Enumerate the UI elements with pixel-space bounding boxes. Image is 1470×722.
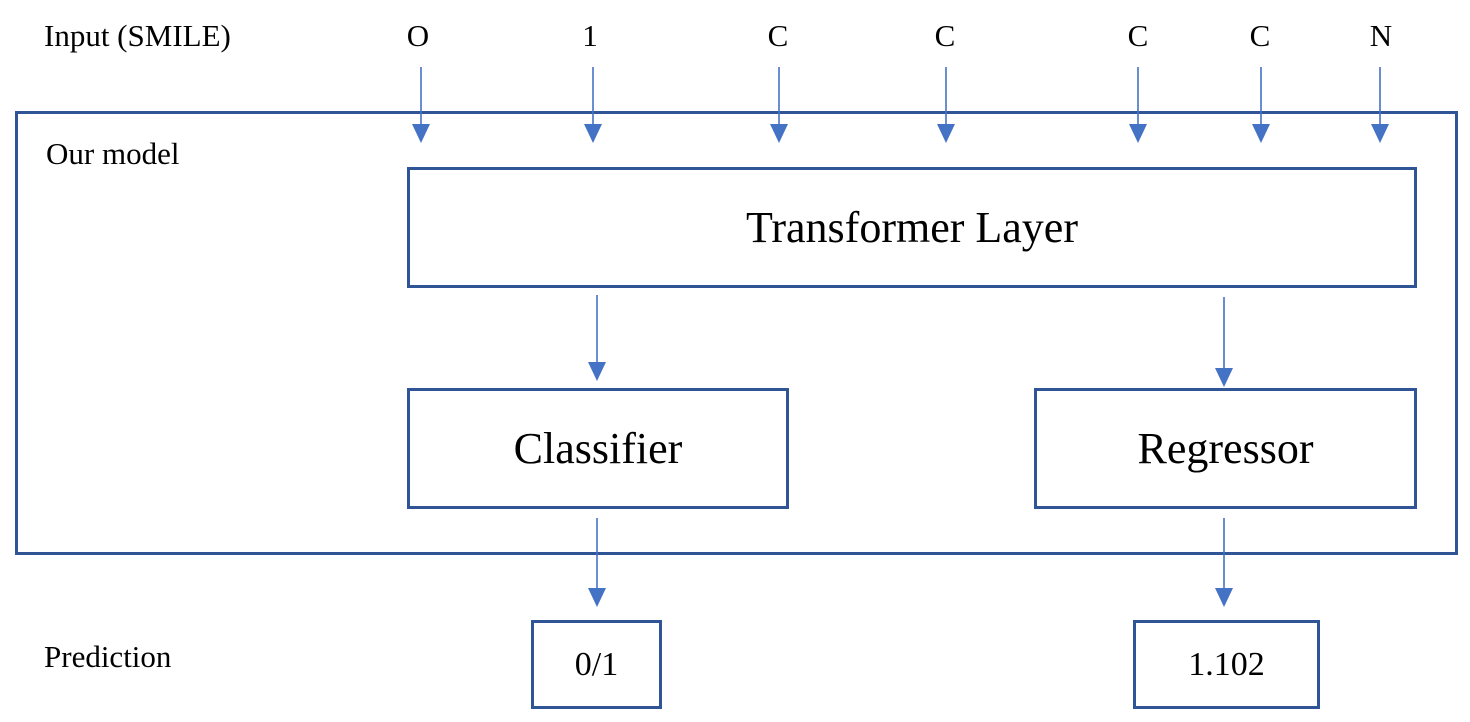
input-token: C [934, 18, 956, 53]
arrow-head-icon [937, 124, 955, 143]
input-token: O [406, 18, 430, 53]
input-token: C [1249, 18, 1271, 53]
regressor-label: Regressor [1137, 423, 1314, 473]
arrow-head-icon [1252, 124, 1270, 143]
regressor-output-value: 1.102 [1188, 645, 1265, 683]
input-token: N [1369, 18, 1393, 53]
arrow-head-icon [588, 362, 606, 381]
regressor-box: Regressor [1034, 388, 1417, 509]
transformer-layer-box: Transformer Layer [407, 167, 1417, 288]
classifier-box: Classifier [407, 388, 789, 509]
input-label: Input (SMILE) [44, 18, 231, 53]
arrow-head-icon [1129, 124, 1147, 143]
classifier-output-value: 0/1 [574, 645, 619, 683]
regressor-output-box: 1.102 [1133, 620, 1320, 709]
classifier-label: Classifier [513, 423, 683, 473]
arrow-head-icon [588, 588, 606, 607]
arrow-head-icon [1215, 588, 1233, 607]
arrow-head-icon [412, 124, 430, 143]
prediction-label: Prediction [44, 639, 172, 674]
arrow-head-icon [584, 124, 602, 143]
input-token: C [767, 18, 789, 53]
input-token: 1 [582, 18, 598, 53]
arrow-head-icon [1215, 368, 1233, 387]
input-token: C [1127, 18, 1149, 53]
classifier-output-box: 0/1 [531, 620, 662, 709]
arrow-head-icon [770, 124, 788, 143]
transformer-layer-label: Transformer Layer [746, 202, 1078, 252]
model-label: Our model [46, 136, 180, 171]
arrow-head-icon [1371, 124, 1389, 143]
